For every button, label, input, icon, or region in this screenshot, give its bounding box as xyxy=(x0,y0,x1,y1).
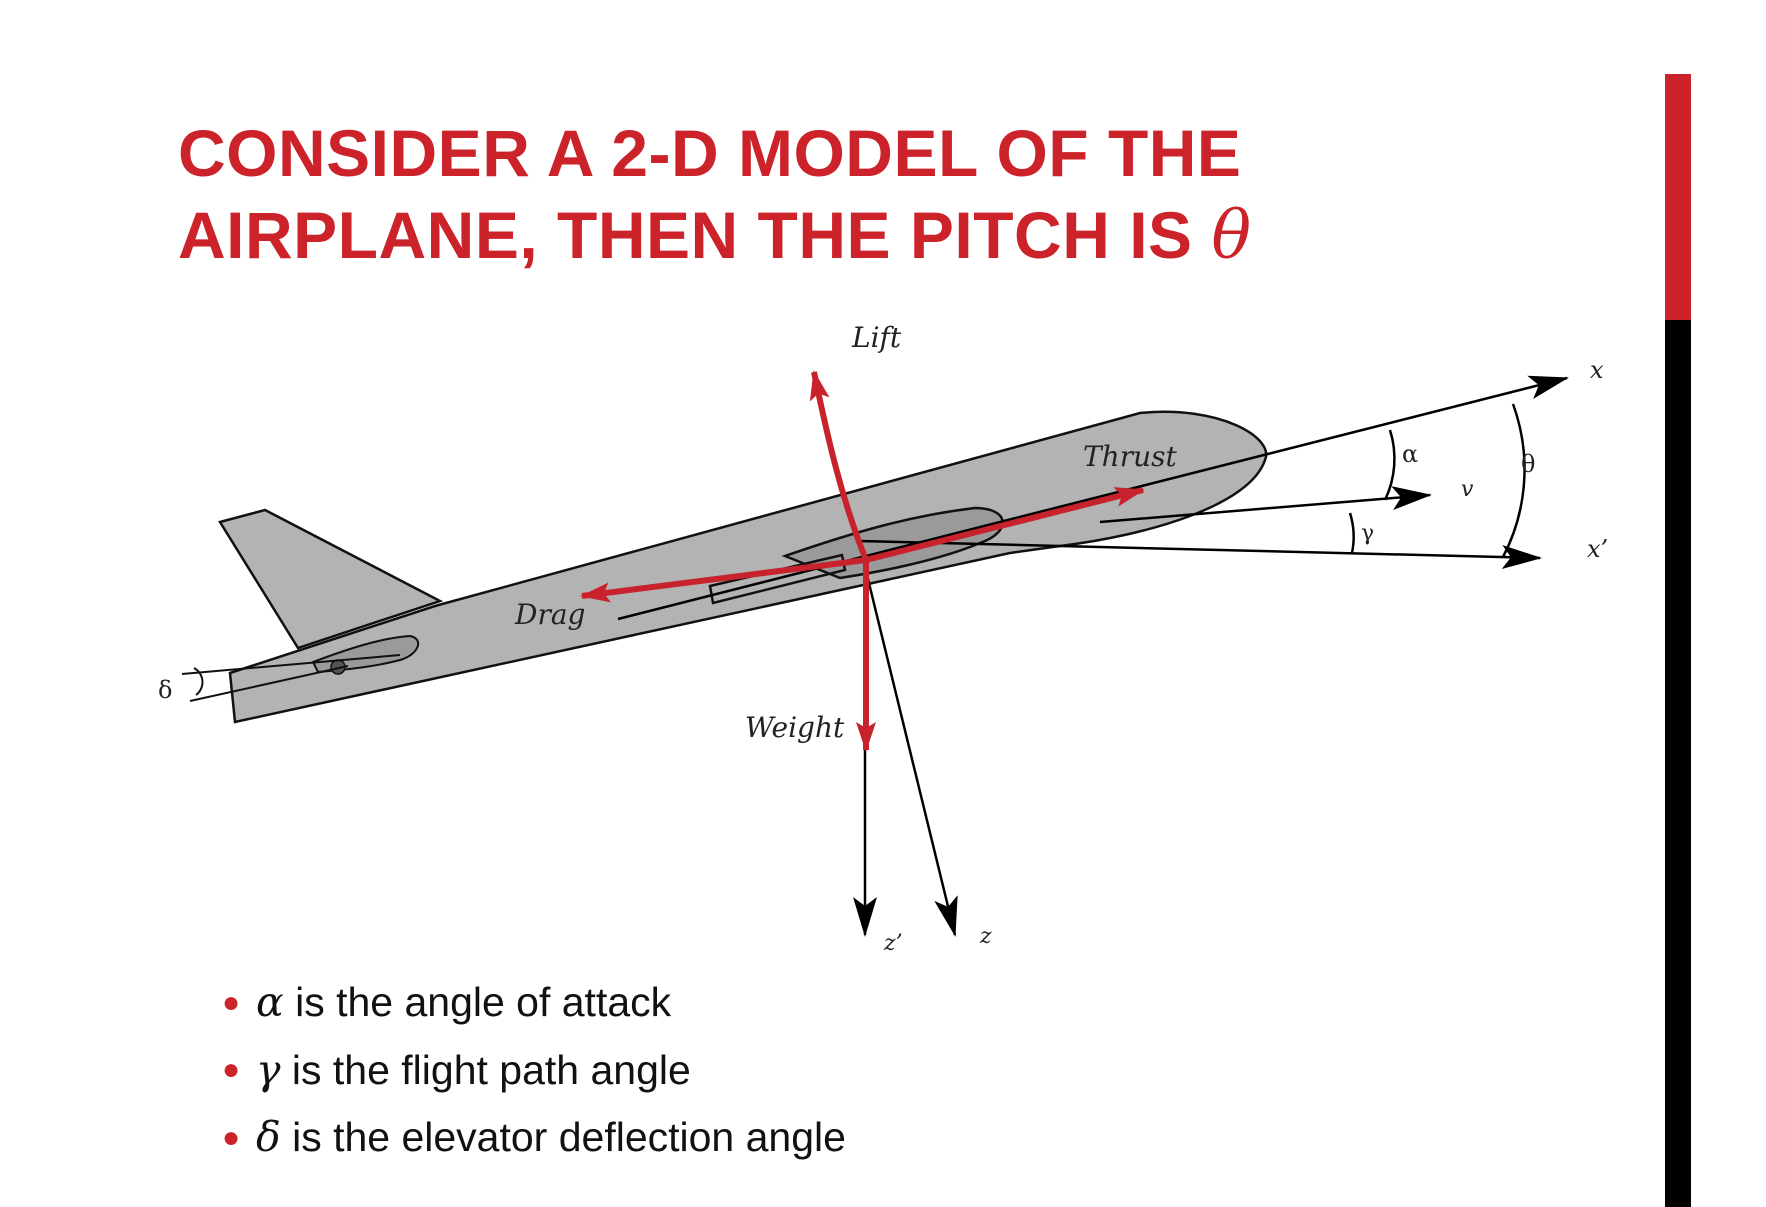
drag-label: Drag xyxy=(514,598,585,631)
bullet-text: is the elevator deflection angle xyxy=(280,1114,846,1161)
delta-arc xyxy=(193,667,204,696)
lift-label: Lift xyxy=(851,321,902,354)
bullet-text: is the flight path angle xyxy=(280,1046,691,1093)
bullet-icon: ● xyxy=(222,1121,241,1155)
tail-fin xyxy=(218,508,444,650)
z-label: z xyxy=(979,924,992,949)
title-line-2: AIRPLANE, THEN THE PITCH IS xyxy=(178,198,1193,272)
sidebar-accent-red xyxy=(1665,74,1691,320)
bullet-symbol: γ xyxy=(256,1045,281,1094)
z-prime-label: z’ xyxy=(883,931,903,956)
thrust-label: Thrust xyxy=(1083,440,1177,473)
lift-arrow xyxy=(809,370,869,562)
bullet-text: is the angle of attack xyxy=(283,979,672,1025)
v-label: v xyxy=(1461,477,1474,502)
thrust-arrow xyxy=(865,487,1145,563)
velocity-vector xyxy=(1099,486,1432,524)
gamma-arc xyxy=(1348,512,1355,554)
title-line-1: CONSIDER A 2-D MODEL OF THE xyxy=(178,116,1242,190)
alpha-arc xyxy=(1383,429,1396,501)
theta-symbol: θ xyxy=(1211,197,1252,274)
weight-label: Weight xyxy=(745,711,845,744)
list-item: ● γ is the flight path angle xyxy=(222,1038,846,1106)
fuselage-axis-tail xyxy=(189,665,349,702)
slide-title: CONSIDER A 2-D MODEL OF THE AIRPLANE, THE… xyxy=(178,112,1478,277)
list-item: ● α is the angle of attack xyxy=(222,970,846,1038)
bullet-symbol: δ xyxy=(256,1113,281,1162)
x-label: x xyxy=(1590,356,1604,384)
theta-arc xyxy=(1501,403,1526,558)
sidebar-accent-black xyxy=(1665,320,1691,1207)
delta-label: δ xyxy=(158,676,172,704)
list-item: ● δ is the elevator deflection angle xyxy=(222,1105,846,1173)
x-prime-axis xyxy=(859,539,1542,570)
gamma-label: γ xyxy=(1361,521,1374,546)
x-prime-label: x’ xyxy=(1587,535,1608,563)
z-axis xyxy=(865,574,958,937)
elevator-chord-line xyxy=(181,654,401,675)
theta-label: θ xyxy=(1521,450,1535,478)
drag-arrow xyxy=(580,557,867,603)
definition-list: ● α is the angle of attack ● γ is the flig… xyxy=(222,970,846,1173)
bullet-icon: ● xyxy=(222,1053,241,1087)
wing-root xyxy=(708,553,847,605)
fuselage xyxy=(228,410,1268,724)
alpha-label: α xyxy=(1402,440,1418,468)
x-axis xyxy=(617,375,1569,621)
bullet-symbol: α xyxy=(256,978,284,1026)
bullet-icon: ● xyxy=(222,985,241,1019)
